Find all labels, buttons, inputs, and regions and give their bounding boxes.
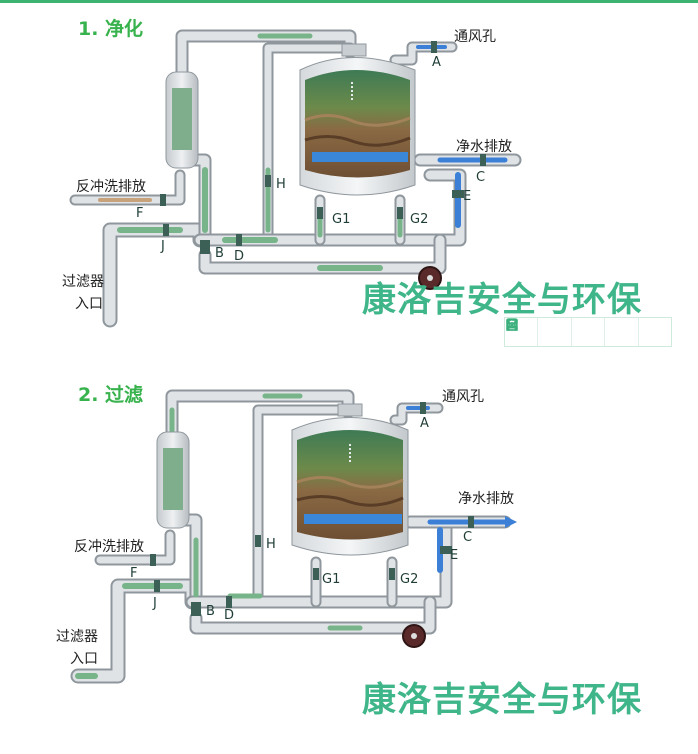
inlet-label-line1: 过滤器 bbox=[56, 629, 98, 645]
backwash-out-label: 反冲洗排放 bbox=[76, 179, 146, 195]
valve-f-label: F bbox=[136, 206, 144, 221]
valve-f-label: F bbox=[130, 566, 138, 581]
valve-h-label: H bbox=[276, 177, 286, 192]
inlet-label-line2: 入口 bbox=[70, 651, 98, 667]
image-toolbar bbox=[504, 317, 672, 347]
valve-e-label: E bbox=[450, 548, 459, 563]
purification-schematic bbox=[69, 29, 522, 328]
backwash-out-label: 反冲洗排放 bbox=[74, 539, 144, 555]
filtration-diagram: 2. 过滤 通风孔 净水排放 反冲洗排放 过滤器 入口 A B C D E F … bbox=[0, 370, 698, 730]
valve-j-label: J bbox=[153, 596, 157, 611]
filtration-schematic bbox=[70, 389, 517, 684]
watermark: 康洛吉安全与环保 bbox=[362, 280, 642, 320]
vent-label: 通风孔 bbox=[454, 29, 496, 45]
top-accent-line bbox=[0, 0, 698, 3]
valve-g2-label: G2 bbox=[400, 572, 419, 587]
valve-g1-label: G1 bbox=[332, 212, 351, 227]
valve-c-label: C bbox=[476, 170, 486, 185]
valve-g2-label: G2 bbox=[410, 212, 429, 227]
valve-h-label: H bbox=[266, 537, 276, 552]
valve-c-label: C bbox=[463, 530, 473, 545]
purification-diagram: 1. 净化 通风孔 净水排放 反冲洗排放 过滤器 入口 A B C D E F … bbox=[0, 0, 698, 360]
panel-title: 1. 净化 bbox=[78, 18, 144, 40]
valve-d-label: D bbox=[224, 608, 235, 623]
valve-b-label: B bbox=[206, 604, 215, 619]
valve-g1-label: G1 bbox=[322, 572, 341, 587]
watermark: 康洛吉安全与环保 bbox=[362, 680, 642, 720]
clean-water-out-label: 净水排放 bbox=[456, 139, 512, 155]
panel-title: 2. 过滤 bbox=[78, 384, 144, 406]
valve-b-label: B bbox=[215, 246, 224, 261]
vent-label: 通风孔 bbox=[442, 389, 484, 405]
settings-icon[interactable] bbox=[506, 318, 671, 346]
valve-e-label: E bbox=[463, 189, 472, 204]
save-icon[interactable] bbox=[506, 318, 606, 346]
expand-icon[interactable] bbox=[506, 318, 572, 346]
inlet-label-line1: 过滤器 bbox=[62, 274, 104, 290]
inlet-label-line2: 入口 bbox=[75, 296, 103, 312]
clean-water-out-label: 净水排放 bbox=[458, 491, 514, 507]
valve-a-label: A bbox=[432, 55, 441, 70]
valve-d-label: D bbox=[234, 249, 245, 264]
valve-j-label: J bbox=[161, 239, 165, 254]
share-icon[interactable] bbox=[506, 318, 639, 346]
valve-a-label: A bbox=[420, 416, 429, 431]
